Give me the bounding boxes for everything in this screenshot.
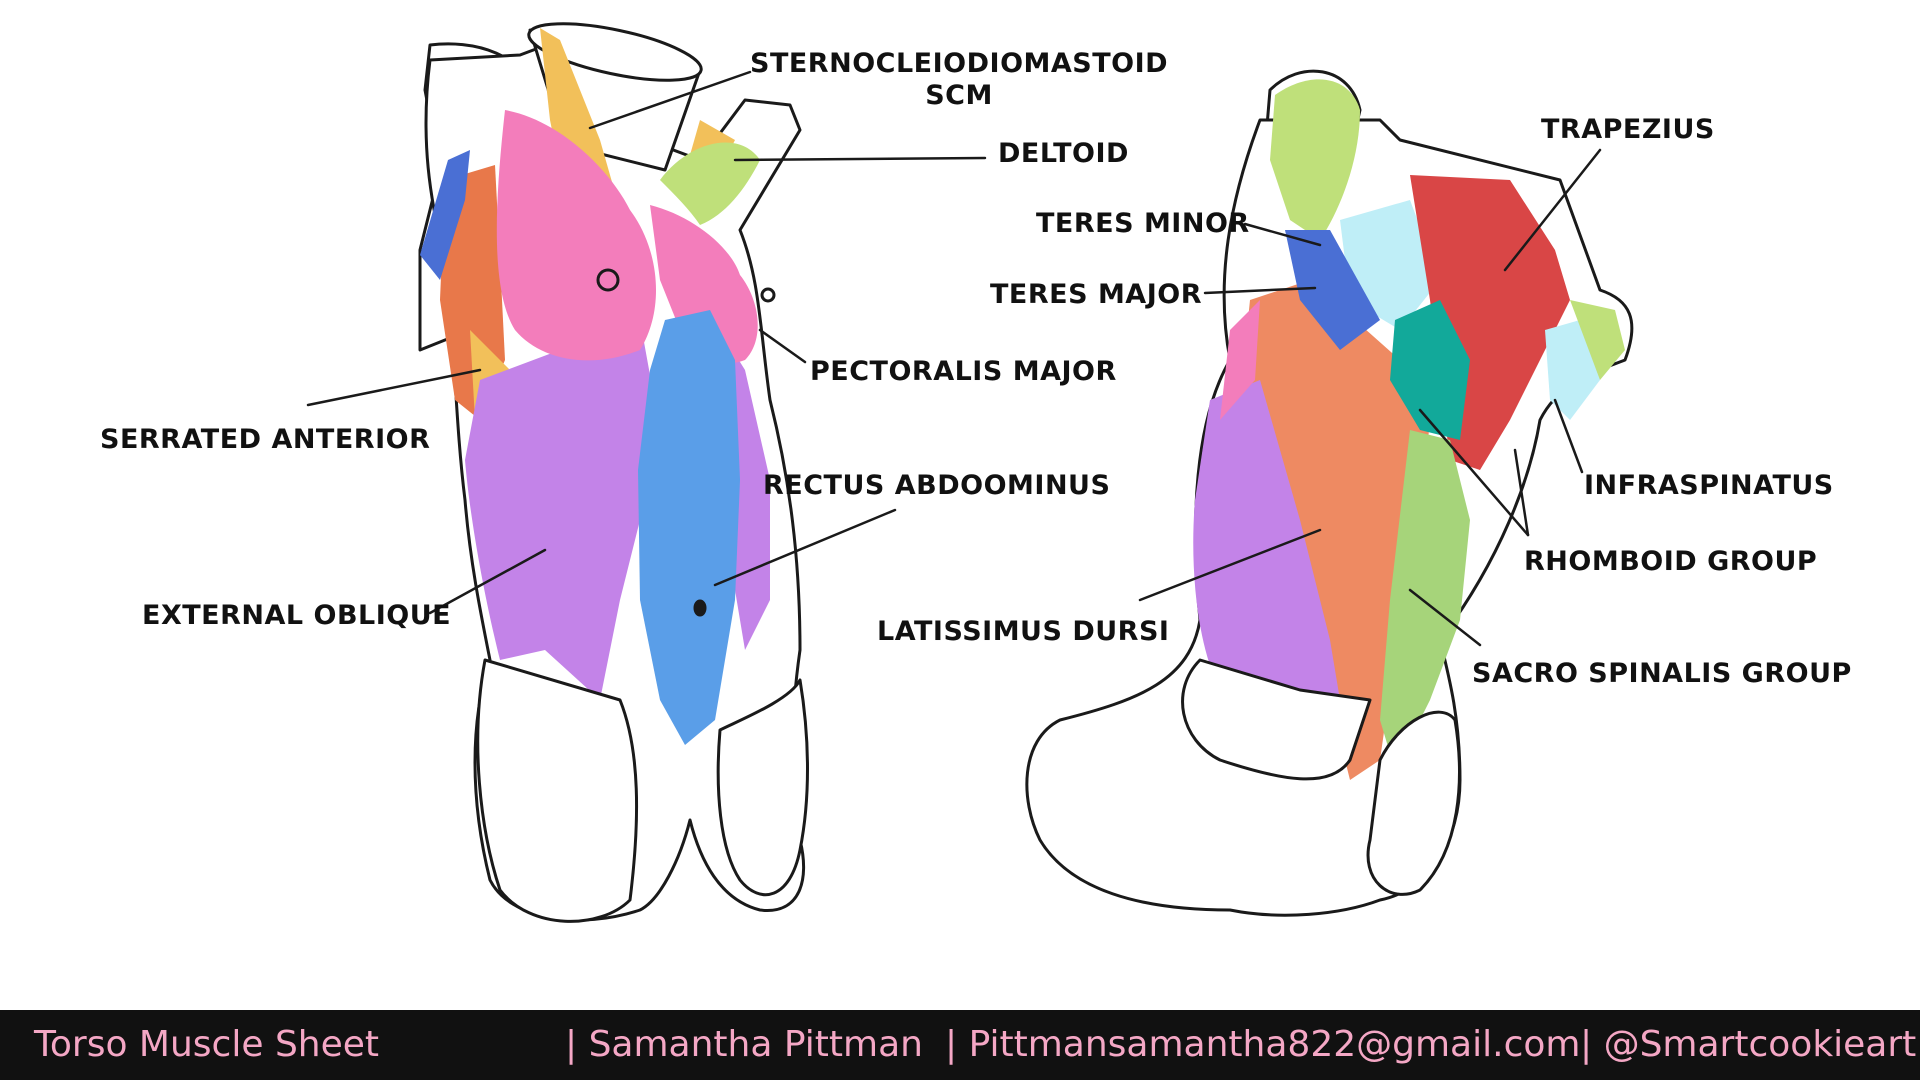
footer-author: | Samantha Pittman	[565, 1024, 923, 1065]
serrated-leader	[306, 368, 482, 407]
front-oblique-muscle	[465, 320, 660, 700]
footer-bar: Torso Muscle Sheet | Samantha Pittman | …	[0, 1010, 1920, 1080]
back-sacrospinalis-muscle	[1380, 430, 1470, 770]
front-nipple-right	[760, 287, 776, 303]
back-latissimus-muscle	[1240, 280, 1430, 780]
infraspinatus-leader	[1553, 398, 1584, 474]
front-torso	[418, 22, 809, 923]
oblique-leader	[428, 548, 547, 615]
footer-title: Torso Muscle Sheet	[34, 1024, 380, 1065]
footer-handle: | @Smartcookieart	[1580, 1024, 1917, 1065]
label-teres-major: TERES MAJOR	[990, 279, 1202, 310]
label-trapezius: TRAPEZIUS	[1541, 114, 1715, 145]
label-pectoralis-major: PECTORALIS MAJOR	[810, 356, 1117, 387]
label-infraspinatus: INFRASPINATUS	[1584, 470, 1834, 501]
sacro-leader	[1408, 588, 1482, 647]
label-scm: STERNOCLEIODIOMASTOID SCM	[750, 48, 1168, 113]
neck-top	[527, 22, 703, 82]
rectus-leader	[713, 508, 897, 587]
front-nipple-left	[596, 268, 620, 292]
trapezius-leader	[1503, 148, 1602, 272]
back-thigh	[1366, 710, 1461, 896]
label-deltoid: DELTOID	[998, 138, 1129, 169]
torso-illustration	[306, 22, 1634, 923]
front-pectoralis-muscle	[496, 110, 657, 361]
front-navel	[693, 599, 707, 617]
label-rectus-abdominus: RECTUS ABDOOMINUS	[763, 470, 1111, 501]
scm-leader	[588, 70, 752, 130]
label-scm-line2: SCM	[925, 80, 993, 112]
rhomboid-leader-b	[1513, 448, 1530, 537]
leader-lines	[306, 70, 1602, 647]
front-rectus-muscle	[638, 310, 740, 745]
front-pectoralis-right	[650, 205, 758, 364]
front-serratus-blue	[420, 150, 470, 280]
back-oblique-pink	[1220, 300, 1260, 420]
back-teres-major-muscle	[1285, 230, 1380, 350]
latissimus-leader	[1138, 528, 1322, 602]
label-serrated-anterior: SERRATED ANTERIOR	[100, 424, 431, 455]
front-thigh-left	[476, 658, 639, 923]
pectoralis-leader	[758, 328, 807, 364]
label-sacro-spinalis-group: SACRO SPINALIS GROUP	[1472, 658, 1852, 689]
front-thigh-right	[716, 678, 809, 897]
back-infraspinatus-muscle	[1545, 320, 1600, 420]
rhomboid-leader-a	[1418, 408, 1530, 537]
label-scm-line1: STERNOCLEIODIOMASTOID	[750, 48, 1169, 79]
label-teres-minor: TERES MINOR	[1036, 208, 1250, 239]
label-rhomboid-group: RHOMBOID GROUP	[1524, 546, 1818, 577]
back-deltoid-muscle	[1270, 79, 1360, 240]
footer-email: | Pittmansamantha822@gmail.com	[945, 1024, 1581, 1065]
label-latissimus-dorsi: LATISSIMUS DURSI	[877, 616, 1170, 647]
teres-major-leader	[1203, 286, 1317, 295]
back-rhomboid-muscle	[1390, 300, 1470, 440]
front-deltoid-muscle	[660, 142, 760, 225]
label-external-oblique: EXTERNAL OBLIQUE	[142, 600, 452, 631]
back-infraspinatus-green	[1570, 300, 1625, 380]
teres-minor-leader	[1243, 222, 1322, 247]
deltoid-leader	[733, 156, 987, 162]
back-buttock	[1181, 658, 1372, 781]
back-oblique-muscle	[1193, 380, 1350, 760]
back-torso	[1025, 69, 1634, 917]
